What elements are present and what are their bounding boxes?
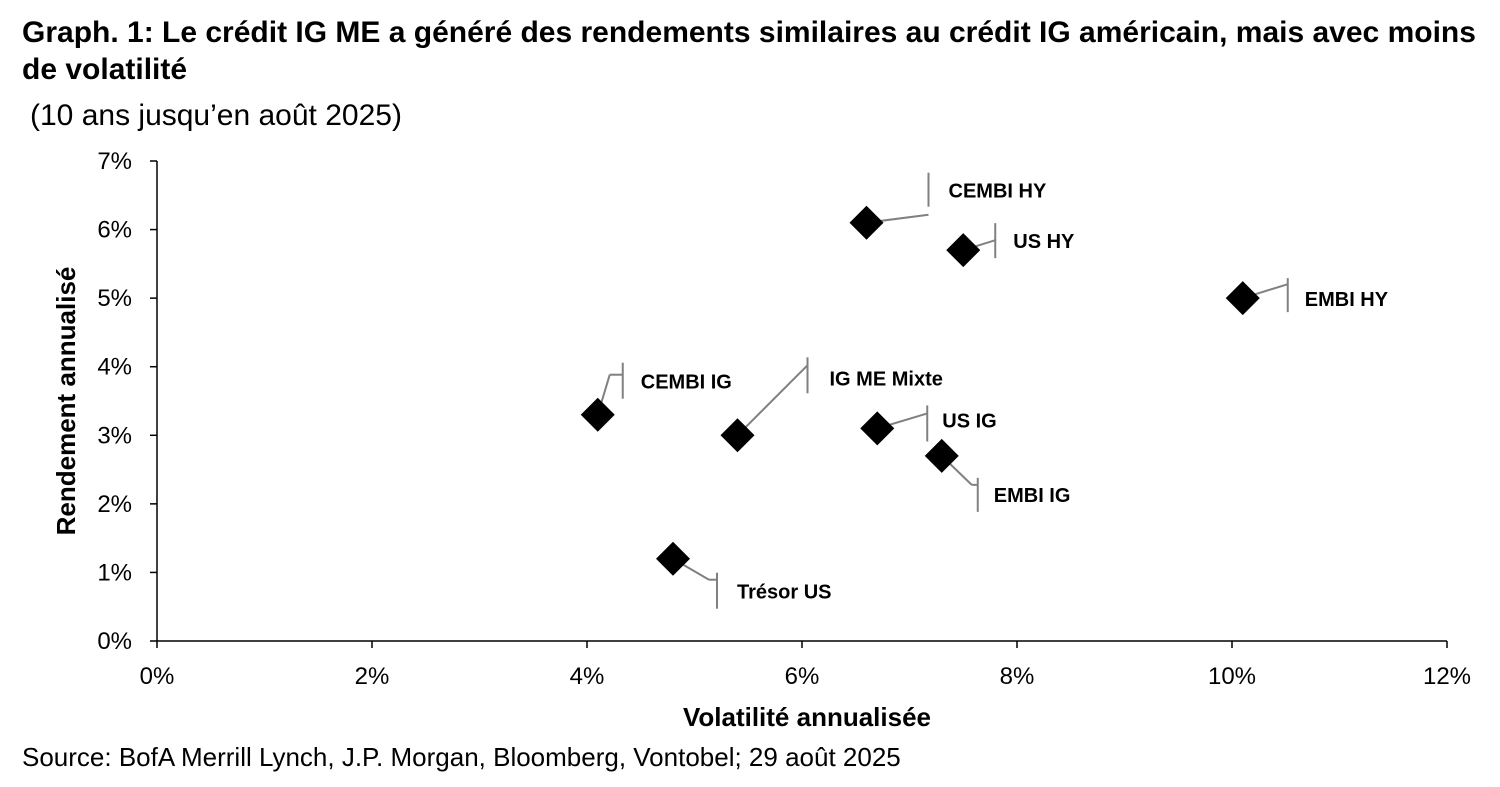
point-labels: CEMBI HY US HY EMBI HY CEMBI IG IG ME MixteU… (641, 181, 1389, 604)
data-label: CEMBI IG (641, 372, 732, 394)
data-label: Trésor US (737, 582, 831, 604)
source-note: Source: BofA Merrill Lynch, J.P. Morgan,… (22, 742, 901, 772)
data-label: EMBI HY (1305, 289, 1389, 311)
x-tick-label: 12% (1423, 663, 1471, 690)
data-label: IG ME Mixte (830, 368, 943, 390)
y-tick-label: 6% (97, 217, 132, 244)
data-label: EMBI IG (994, 485, 1071, 507)
x-tick-label: 2% (355, 663, 390, 690)
y-tick-label: 7% (97, 148, 132, 175)
x-tick-label: 4% (570, 663, 605, 690)
y-tick-label: 5% (97, 285, 132, 312)
data-point (580, 397, 615, 432)
data-point (849, 205, 884, 240)
chart-subtitle: (10 ans jusqu’en août 2025) (30, 99, 402, 132)
chart-title: Graph. 1: Le crédit IG ME a généré des r… (22, 16, 1476, 86)
data-point (656, 541, 690, 576)
data-point (720, 418, 755, 453)
x-axis-title: Volatilité annualisée (683, 702, 931, 732)
data-label: CEMBI HY (949, 181, 1047, 203)
x-tick-label: 6% (785, 663, 820, 690)
y-tick-label: 4% (97, 354, 132, 381)
y-tick-label: 2% (97, 491, 132, 518)
data-label: US HY (1013, 231, 1075, 253)
y-tick-label: 0% (97, 628, 132, 655)
data-point (1225, 281, 1260, 316)
leader-line (736, 364, 809, 436)
y-axis-title: Rendement annualisé (51, 267, 81, 536)
y-tick-label: 1% (97, 559, 132, 586)
x-tick-label: 8% (1000, 663, 1035, 690)
data-point (924, 438, 959, 473)
data-points (580, 205, 1260, 576)
data-point (860, 411, 895, 446)
chart-axes: 0% 1% 2% 3% 4% 5% 6% 7% 0% 2% 4% 6% 8% 10% 12% Volatili… (51, 148, 1471, 732)
y-tick-label: 3% (97, 422, 132, 449)
data-point (946, 233, 981, 268)
x-tick-label: 10% (1208, 663, 1256, 690)
data-label: US IG (942, 410, 996, 432)
x-tick-label: 0% (140, 663, 175, 690)
